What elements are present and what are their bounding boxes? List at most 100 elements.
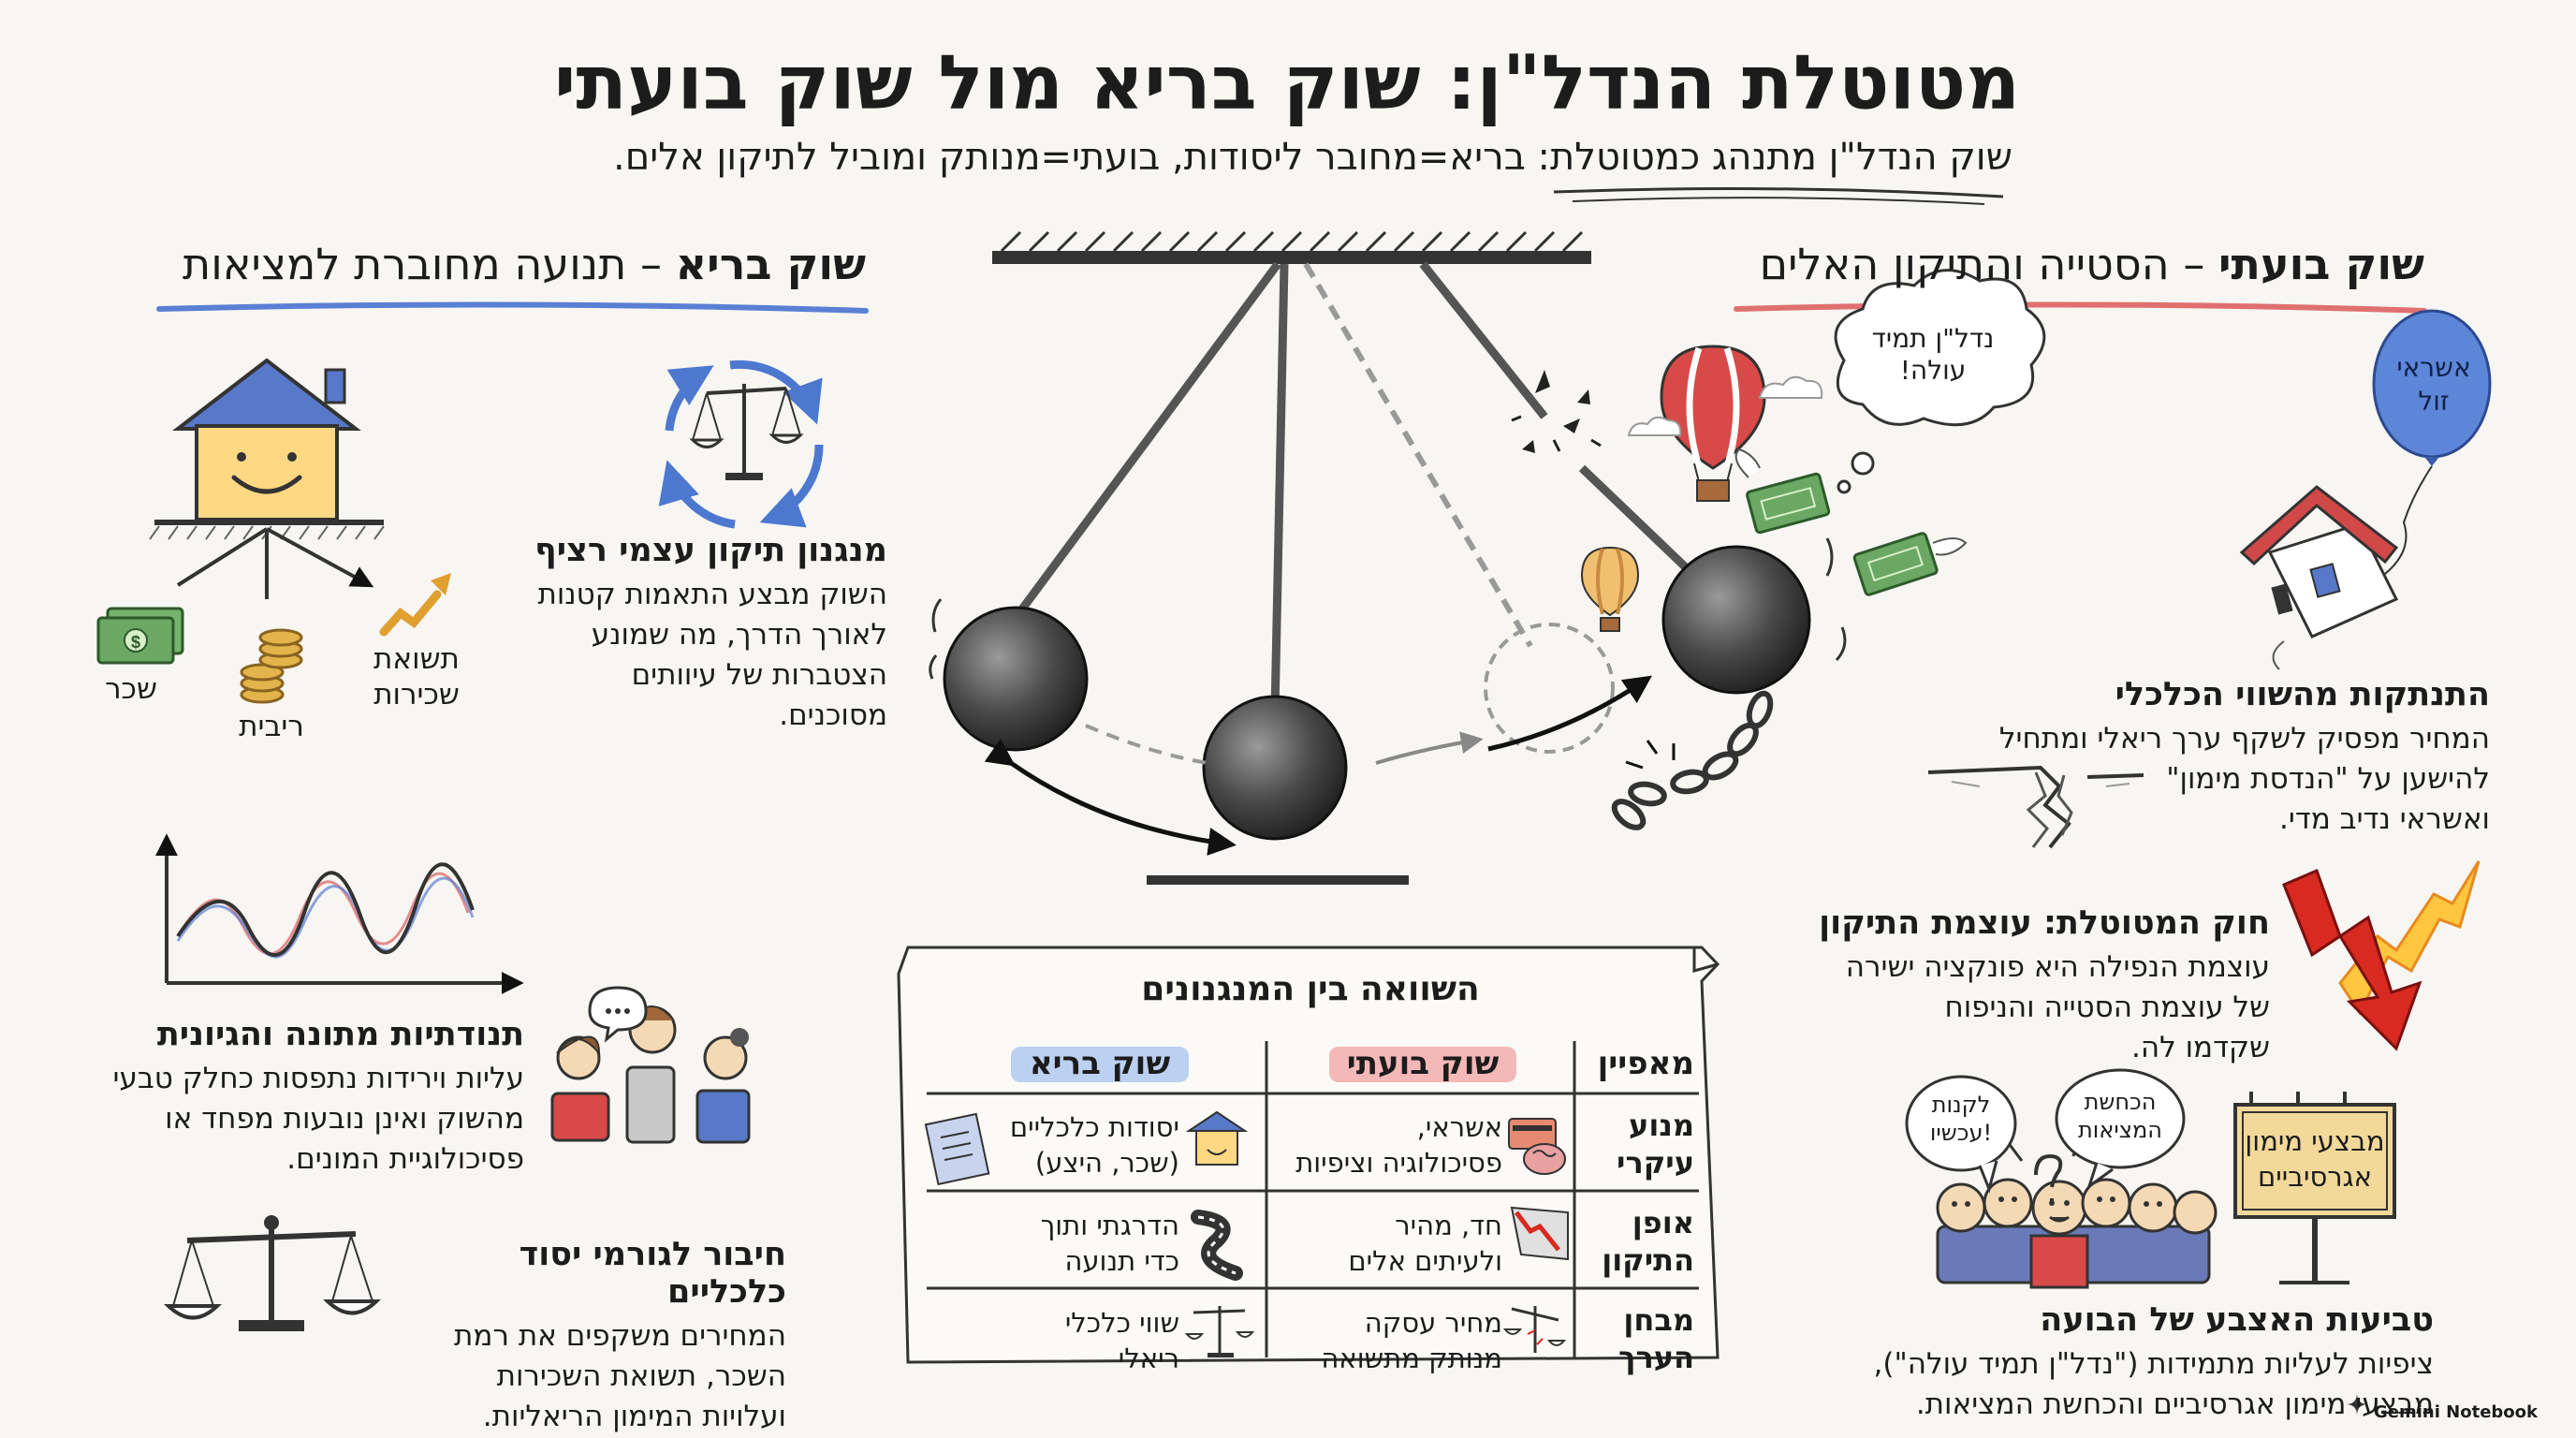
- cheap-credit-balloon-icon: [2372, 309, 2492, 575]
- crowd-icon: [1936, 1137, 2217, 1289]
- hot-air-balloon-icon: [1660, 345, 1766, 502]
- bubble-title-underline: [1734, 301, 2427, 314]
- cell-line: מנותק מתשואה: [1321, 1343, 1502, 1374]
- oscillation-chart-icon: [155, 833, 524, 994]
- cell-line: מבחן: [1623, 1302, 1694, 1338]
- cell-line: עיקרי: [1617, 1145, 1694, 1181]
- employment-label: תשואת שכירות: [360, 641, 473, 712]
- table-row-1-feature: מנוע עיקרי: [1582, 1107, 1694, 1181]
- body-line: לאורך הדרך, מה שמונע: [591, 618, 887, 652]
- body-line: עליות וירידות נתפסות כחלק טבעי: [112, 1062, 524, 1095]
- cell-line: אשראי,: [1416, 1111, 1502, 1143]
- bubble-block-2-title: חוק המטוטלת: עוצמת התיקון: [1819, 904, 2270, 942]
- cell-line: שווי כלכלי: [1064, 1307, 1179, 1339]
- healthy-block-1: מנגנון תיקון עצמי רציף השוק מבצע התאמות …: [513, 532, 887, 736]
- bubble-block-2: חוק המטוטלת: עוצמת התיקון עוצמת הנפילה ה…: [1783, 904, 2270, 1068]
- thought-line: עולה!: [1899, 355, 1967, 386]
- billboard-text: מבצעי מימון אגרסיביים: [2243, 1123, 2387, 1195]
- table-row-3-feature: מבחן הערך: [1582, 1301, 1694, 1376]
- bubble-block-2-body: עוצמת הנפילה היא פונקציה ישירה של עוצמת …: [1783, 947, 2270, 1068]
- balance-scale-icon: [164, 1215, 381, 1331]
- title-block: מטוטלת הנדל"ן: שוק בריא מול שוק בועתי: [374, 39, 2200, 126]
- body-line: להישען על "הנדסת מימון": [2166, 762, 2490, 796]
- table-document-icon: [924, 1112, 990, 1186]
- employment-label-line1: תשואת: [373, 642, 460, 676]
- watermark-label: Gemini Notebook: [2374, 1402, 2538, 1422]
- bubble-block-1-body: המחיר מפסיק לשקף ערך ריאלי ומתחיל להישען…: [1994, 719, 2490, 840]
- healthy-block-3-title: חיבור לגורמי יסוד כלכליים: [519, 1236, 786, 1311]
- cell-line: ולעיתים אלים: [1348, 1245, 1502, 1277]
- healthy-block-2: תנודתיות מתונה והגיונית עליות וירידות נת…: [56, 1016, 524, 1180]
- healthy-block-2-title: תנודתיות מתונה והגיונית: [156, 1016, 524, 1053]
- comparison-table-paper: [897, 946, 1720, 1364]
- billboard-line: מבצעי מימון: [2245, 1125, 2385, 1157]
- floating-house-icon: [2239, 485, 2399, 670]
- svg-text:$: $: [131, 633, 140, 652]
- table-header-bubble: שוק בועתי: [1346, 1045, 1500, 1082]
- body-line: מסוכנים.: [779, 698, 887, 732]
- body-line: השוק מבצע התאמות קטנות: [537, 578, 887, 611]
- bubble-block-1-title: התנתקות מהשווי הכלכלי: [2115, 676, 2490, 713]
- table-title: השוואה בין המנגנונים: [1141, 970, 1480, 1008]
- table-header-healthy: שוק בריא: [1029, 1045, 1171, 1082]
- page-subtitle: שוק הנדל"ן מתנהג כמטוטלת: בריא=מחובר ליס…: [613, 136, 2012, 179]
- small-balloon-icon: [1580, 546, 1640, 632]
- flying-money-icon: [1734, 448, 1831, 535]
- body-line: ואשראי נדיב מדי.: [2279, 802, 2490, 836]
- cell-line: חד, מהיר: [1395, 1210, 1502, 1241]
- table-row-3-bubble: מחיר עסקה מנותק מתשואה: [1273, 1305, 1502, 1376]
- self-correction-cycle-icon: [658, 360, 824, 529]
- healthy-title-underline: [156, 301, 869, 314]
- cell-line: מחיר עסקה: [1364, 1307, 1502, 1339]
- page-subtitle-wrap: שוק הנדל"ן מתנהג כמטוטלת: בריא=מחובר ליס…: [524, 136, 2012, 179]
- bubble-title-bold: שוק בועתי: [2217, 239, 2424, 289]
- bubble-title-rest: – הסטייה והתיקון האלים: [1759, 239, 2218, 289]
- table-row-2-feature: אופן התיקון: [1582, 1204, 1694, 1279]
- crash-arrow-icon: [2282, 860, 2481, 1051]
- cell-line: (שכר, היצע): [1034, 1147, 1179, 1179]
- table-card-brain-icon: [1508, 1118, 1566, 1175]
- cell-line: התיקון: [1602, 1242, 1694, 1278]
- bubble-block-3-title: טביעות האצבע של הבועה: [2040, 1301, 2434, 1339]
- cell-line: פסיכולוגיה וציפיות: [1295, 1147, 1502, 1179]
- thought-bubble-text: נדל"ן תמיד עולה!: [1830, 323, 2036, 387]
- body-line: פסיכולוגיית המונים.: [286, 1142, 524, 1176]
- body-line: שקדמו לה.: [2131, 1031, 2270, 1064]
- healthy-title-rest: – תנועה מחוברת למציאות: [183, 239, 676, 289]
- bubble-block-1: התנתקות מהשווי הכלכלי המחיר מפסיק לשקף ע…: [1994, 676, 2490, 840]
- healthy-block-3: חיבור לגורמי יסוד כלכליים המחירים משקפים…: [393, 1236, 786, 1437]
- cell-line: יסודות כלכליים: [1009, 1111, 1179, 1143]
- healthy-section-title: שוק בריא – תנועה מחוברת למציאות: [154, 239, 866, 289]
- trend-up-icon: [379, 573, 451, 637]
- body-line: המחירים משקפים את רמת: [454, 1319, 786, 1353]
- thought-line: נדל"ן תמיד: [1871, 323, 1995, 354]
- bubble-block-3-body: ציפיות לעליות מתמידות ("נדל"ן תמיד עולה"…: [1835, 1344, 2435, 1425]
- balloon-text-line: אשראי: [2396, 352, 2471, 383]
- cell-line: הערך: [1617, 1340, 1694, 1375]
- healthy-block-1-title: מנגנון תיקון עצמי רציף: [534, 532, 887, 569]
- table-winding-road-icon: [1191, 1210, 1243, 1281]
- people-discussion-icon: [550, 986, 751, 1144]
- healthy-block-3-body: המחירים משקפים את רמת השכר, תשואת השכירו…: [393, 1316, 786, 1437]
- table-scale-icon: [1184, 1306, 1255, 1357]
- table-row-1-healthy: יסודות כלכליים (שכר, היצע): [992, 1109, 1179, 1181]
- body-line: המחיר מפסיק לשקף ערך ריאלי ומתחיל: [1998, 722, 2490, 756]
- body-line: מהשוק ואינן נובעות מפחד או: [165, 1102, 524, 1136]
- body-line: של עוצמת הסטייה והניפוח: [1944, 990, 2270, 1024]
- cell-line: מנוע: [1629, 1108, 1694, 1143]
- body-line: ועלויות המימון הריאליות.: [482, 1400, 786, 1433]
- interest-label: ריבית: [239, 710, 304, 743]
- crowd-bubble-line: לקנות: [1931, 1092, 1991, 1118]
- table-house-icon: [1185, 1110, 1249, 1166]
- bubble-block-3: טביעות האצבע של הבועה ציפיות לעליות מתמי…: [1835, 1301, 2435, 1425]
- ground-crack-icon: [1927, 765, 2144, 849]
- subtitle-underline: [1553, 186, 2004, 198]
- billboard-icon: [2233, 1092, 2396, 1284]
- balloon-text-line: זול: [2418, 386, 2450, 417]
- crowd-bubble-denial: הכחשת המציאות: [2059, 1088, 2181, 1144]
- crowd-bubble-line: המציאות: [2078, 1117, 2162, 1143]
- body-line: השכר, תשואת השכירות: [496, 1359, 786, 1393]
- cell-line: הדרגתי ותוך: [1040, 1210, 1179, 1241]
- crowd-bubble-buy-now: לקנות עכשיו!: [1910, 1091, 2012, 1147]
- billboard-line: אגרסיביים: [2258, 1161, 2372, 1193]
